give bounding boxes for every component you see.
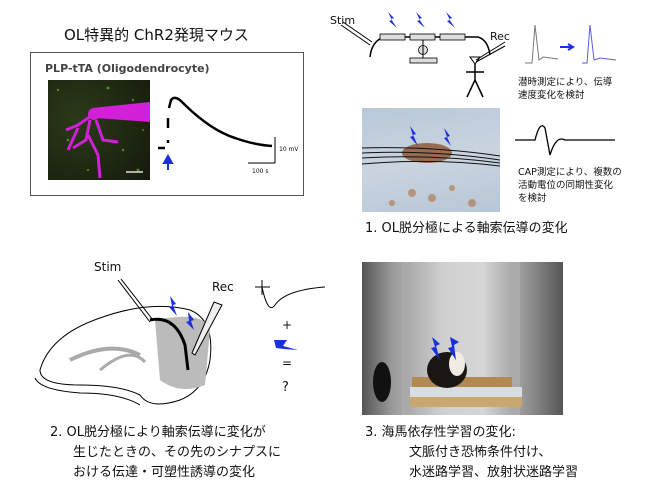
heading-line: 文脈付き恐怖条件付け、 xyxy=(409,445,552,460)
heading-line: おける伝達・可塑性誘導の変化 xyxy=(73,465,256,480)
chamber-drawing xyxy=(373,262,522,415)
equals-sign: = xyxy=(282,356,293,370)
panel-1-heading: 1. OL脱分極による軸索伝導の変化 xyxy=(365,221,568,236)
axon-photo-drawing xyxy=(362,126,500,207)
ol-response-box xyxy=(30,52,304,196)
latency-text: 潜時測定により、伝導 速度変化を検討 xyxy=(518,76,612,102)
plus-sign: + xyxy=(282,318,293,332)
latency-line: 潜時測定により、伝導 xyxy=(518,77,613,88)
scale-time-label: 100 s xyxy=(252,168,269,175)
cap-line: を検討 xyxy=(518,193,547,204)
fear-conditioning-photo xyxy=(362,262,563,415)
panel-2-heading: 2. OL脱分極により軸索伝導に変化が 生じたときの、その先のシナプスに おける… xyxy=(50,423,281,483)
rec-label-1: Rec xyxy=(490,30,510,43)
ol-chr2-title: OL特異的 ChR2発現マウス xyxy=(64,26,249,44)
oligodendrocyte-micrograph xyxy=(48,80,150,180)
heading-line: 2. OL脱分極により軸索伝導に変化が xyxy=(50,425,266,440)
heading-line: 生じたときの、その先のシナプスに xyxy=(73,445,282,460)
cap-line: 活動電位の同期性変化 xyxy=(518,180,614,191)
cap-line: CAP測定により、複数の xyxy=(518,167,622,178)
plp-tta-label: PLP-tTA (Oligodendrocyte) xyxy=(45,62,210,75)
cap-text: CAP測定により、複数の 活動電位の同期性変化 を検討 xyxy=(518,166,622,205)
axon-bundle-photo xyxy=(362,108,500,212)
latency-line: 速度変化を検討 xyxy=(518,90,585,101)
heading-line: 水迷路学習、放射状迷路学習 xyxy=(409,465,579,480)
scale-voltage-label: 10 mV xyxy=(279,146,299,153)
heading-line: 3. 海馬依存性学習の変化: xyxy=(365,425,516,440)
stim-label-2: Stim xyxy=(94,260,122,274)
micrograph-drawing xyxy=(56,86,150,179)
stim-label-1: Stim xyxy=(330,14,356,27)
rec-label-2: Rec xyxy=(212,280,234,294)
question-mark: ? xyxy=(282,380,289,395)
panel-3-heading: 3. 海馬依存性学習の変化: 文脈付き恐怖条件付け、 水迷路学習、放射状迷路学習 xyxy=(365,423,578,483)
